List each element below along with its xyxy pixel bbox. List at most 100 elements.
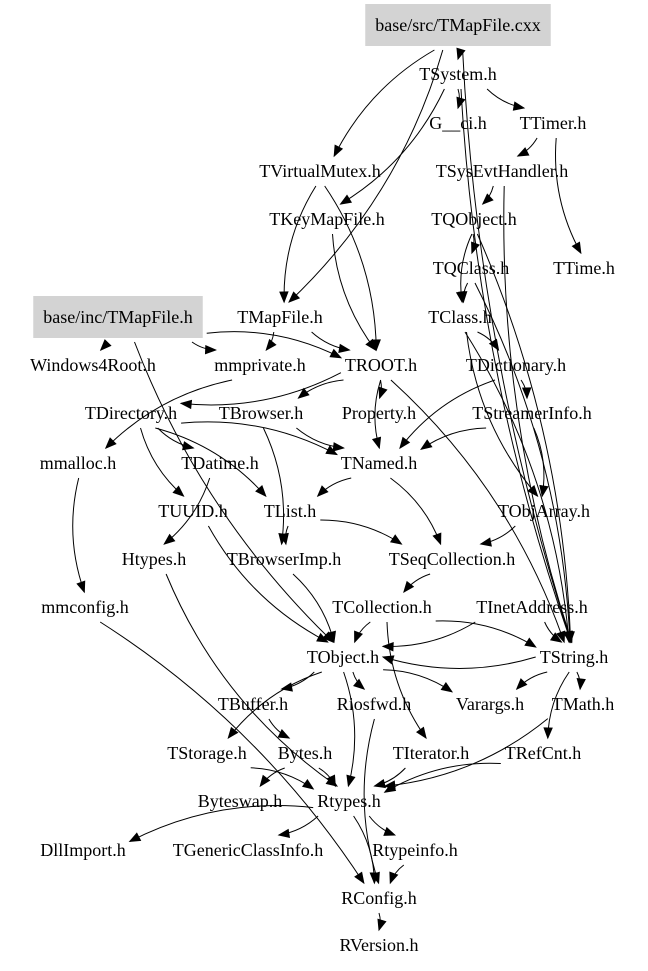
node-tvirtualmutex[interactable]: TVirtualMutex.h — [259, 161, 380, 181]
arrowhead-icon — [488, 338, 500, 352]
node-rtypeinfo[interactable]: Rtypeinfo.h — [372, 840, 458, 860]
node-label: TBuffer.h — [218, 694, 288, 714]
arrowhead-icon — [471, 241, 480, 255]
arrowhead-icon — [515, 678, 528, 690]
node-tnamed[interactable]: TNamed.h — [341, 453, 417, 473]
arrowhead-icon — [512, 101, 526, 111]
arrowhead-icon — [399, 436, 411, 450]
arrowhead-icon — [326, 774, 336, 788]
edge-tsystem-to-tkeymapfile — [340, 88, 445, 205]
node-tmath[interactable]: TMath.h — [552, 694, 615, 714]
node-tkeymapfile[interactable]: TKeyMapFile.h — [269, 209, 384, 229]
edge-tqobject-to-tstring — [476, 233, 572, 643]
node-tuuid[interactable]: TUUID.h — [158, 501, 228, 521]
arrowhead-icon — [326, 630, 336, 644]
node-tmapfile-inc[interactable]: base/inc/TMapFile.h — [33, 296, 203, 338]
arrowhead-icon — [76, 580, 86, 594]
node-troot[interactable]: TROOT.h — [345, 355, 417, 375]
node-titerator[interactable]: TIterator.h — [393, 743, 469, 763]
edge-rtypes-to-dllimport — [129, 805, 314, 842]
arrowhead-icon — [556, 630, 566, 644]
edge-tdirectory-to-tuuid — [140, 427, 184, 497]
node-tlist[interactable]: TList.h — [264, 501, 317, 521]
node-mmprivate[interactable]: mmprivate.h — [214, 355, 305, 375]
node-mmconfig[interactable]: mmconfig.h — [41, 597, 129, 617]
node-windows4root[interactable]: Windows4Root.h — [30, 355, 156, 375]
node-tdatime[interactable]: TDatime.h — [181, 453, 258, 473]
node-label: TSysEvtHandler.h — [436, 161, 569, 181]
node-tbrowser[interactable]: TBrowser.h — [219, 403, 304, 423]
arrowhead-icon — [354, 630, 363, 644]
arrowhead-icon — [277, 729, 291, 739]
arrowhead-icon — [104, 437, 117, 449]
node-tinetaddress[interactable]: TInetAddress.h — [476, 597, 587, 617]
node-tstring[interactable]: TString.h — [540, 647, 609, 667]
node-tobject[interactable]: TObject.h — [307, 647, 379, 667]
node-tobjarray[interactable]: TObjArray.h — [498, 501, 590, 521]
node-label: TDirectory.h — [85, 403, 177, 423]
node-tsysevthandler[interactable]: TSysEvtHandler.h — [436, 161, 569, 181]
node-tgenericclassinfo[interactable]: TGenericClassInfo.h — [173, 840, 323, 860]
node-tsystem[interactable]: TSystem.h — [419, 64, 497, 84]
node-label: base/src/TMapFile.cxx — [375, 15, 540, 35]
node-label: TGenericClassInfo.h — [173, 840, 323, 860]
node-label: TStorage.h — [167, 743, 246, 763]
node-label: mmconfig.h — [41, 597, 129, 617]
edge-troot-to-tstring — [390, 379, 565, 643]
edge-tvirtualmutex-to-tmapfile — [283, 185, 317, 303]
edge-tmapfile_inc-to-troot — [206, 331, 342, 359]
node-label: Rtypes.h — [317, 791, 381, 811]
arrowhead-icon — [182, 441, 195, 451]
node-rversion[interactable]: RVersion.h — [339, 935, 418, 955]
node-riosfwd[interactable]: Riosfwd.h — [337, 694, 412, 714]
node-tmapfile-cxx[interactable]: base/src/TMapFile.cxx — [365, 4, 551, 46]
node-tqclass[interactable]: TQClass.h — [433, 258, 510, 278]
node-bytes[interactable]: Bytes.h — [278, 743, 333, 763]
node-label: TBrowserImp.h — [227, 549, 341, 569]
node-byteswap[interactable]: Byteswap.h — [198, 791, 283, 811]
node-rconfig[interactable]: RConfig.h — [341, 888, 417, 908]
node-trefcnt[interactable]: TRefCnt.h — [505, 743, 582, 763]
node-tdirectory[interactable]: TDirectory.h — [85, 403, 177, 423]
node-tstorage[interactable]: TStorage.h — [167, 743, 246, 763]
edge-tcollection-to-tstring — [435, 620, 536, 648]
node-tdictionary[interactable]: TDictionary.h — [466, 355, 566, 375]
node-label: TList.h — [264, 501, 317, 521]
node-label: Property.h — [342, 403, 416, 423]
arrowhead-icon — [204, 344, 217, 355]
node-ttimer[interactable]: TTimer.h — [520, 113, 587, 133]
node-tbuffer[interactable]: TBuffer.h — [218, 694, 288, 714]
arrowhead-icon — [383, 780, 396, 790]
node-ttime[interactable]: TTime.h — [553, 258, 615, 278]
node-tclass[interactable]: TClass.h — [428, 307, 492, 327]
arrowhead-icon — [369, 872, 380, 885]
root-node-box — [33, 296, 203, 338]
arrowhead-icon — [381, 655, 395, 665]
node-htypes[interactable]: Htypes.h — [122, 549, 187, 569]
node-property[interactable]: Property.h — [342, 403, 416, 423]
arrowhead-icon — [353, 678, 366, 690]
node-label: Rtypeinfo.h — [372, 840, 458, 860]
edge-tlist-to-tseqcollection — [320, 519, 402, 545]
edge-tmath-to-rtypes — [384, 718, 549, 787]
node-mmalloc[interactable]: mmalloc.h — [40, 453, 116, 473]
node-label: TMath.h — [552, 694, 615, 714]
node-dllimport[interactable]: DllImport.h — [40, 840, 126, 860]
arrowhead-icon — [420, 439, 433, 450]
node-label: TDatime.h — [181, 453, 258, 473]
edge-troot-to-tdirectory — [181, 372, 342, 406]
node-tbrowserimp[interactable]: TBrowserImp.h — [227, 549, 341, 569]
arrowhead-icon — [383, 826, 397, 836]
node-tcollection[interactable]: TCollection.h — [332, 597, 431, 617]
node-tseqcollection[interactable]: TSeqCollection.h — [389, 549, 515, 569]
node-tqobject[interactable]: TQObject.h — [431, 209, 516, 229]
node-tmapfile[interactable]: TMapFile.h — [237, 307, 323, 327]
node-label: TSeqCollection.h — [389, 549, 515, 569]
node-rtypes[interactable]: Rtypes.h — [317, 791, 381, 811]
node-g-ci[interactable]: G__ci.h — [429, 113, 487, 133]
node-tstreamerinfo[interactable]: TStreamerInfo.h — [472, 403, 591, 423]
arrowhead-icon — [381, 641, 394, 652]
arrowhead-icon — [371, 436, 382, 450]
node-varargs[interactable]: Varargs.h — [456, 694, 524, 714]
